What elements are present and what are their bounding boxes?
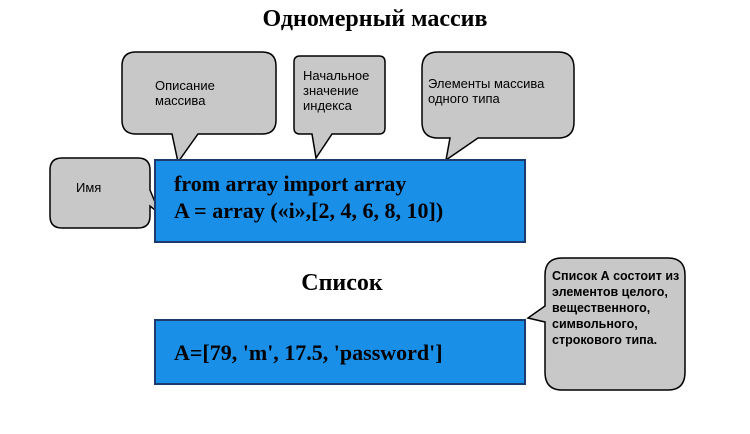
- list-code-box: [154, 319, 526, 385]
- list-heading: Список: [301, 270, 383, 296]
- array-code-line-2: A = array («i»,[2, 4, 6, 8, 10]): [174, 198, 444, 223]
- callout-list-note-bubble: [526, 257, 686, 391]
- array-code: from array import array A = array («i»,[…: [174, 170, 443, 224]
- callout-elements-bubble: [421, 51, 575, 162]
- callout-description-bubble: [121, 51, 277, 164]
- callout-start-index-bubble: [293, 55, 386, 160]
- callout-name-text: Имя: [76, 180, 102, 195]
- list-code: A=[79, 'm', 17.5, 'password']: [174, 339, 443, 366]
- array-code-box: [154, 159, 526, 243]
- callout-description-text: Описание массива: [155, 78, 215, 108]
- callout-elements-text: Элементы массива одного типа: [428, 76, 545, 106]
- list-code-line-1: A=[79, 'm', 17.5, 'password']: [174, 340, 443, 365]
- callout-list-note-text: Список А состоит из элементов целого, ве…: [552, 269, 680, 347]
- callout-start-index-text: Начальное значение индекса: [303, 68, 370, 113]
- page-title: Одномерный массив: [262, 6, 488, 32]
- callout-name-bubble: [49, 157, 161, 229]
- array-code-line-1: from array import array: [174, 171, 407, 196]
